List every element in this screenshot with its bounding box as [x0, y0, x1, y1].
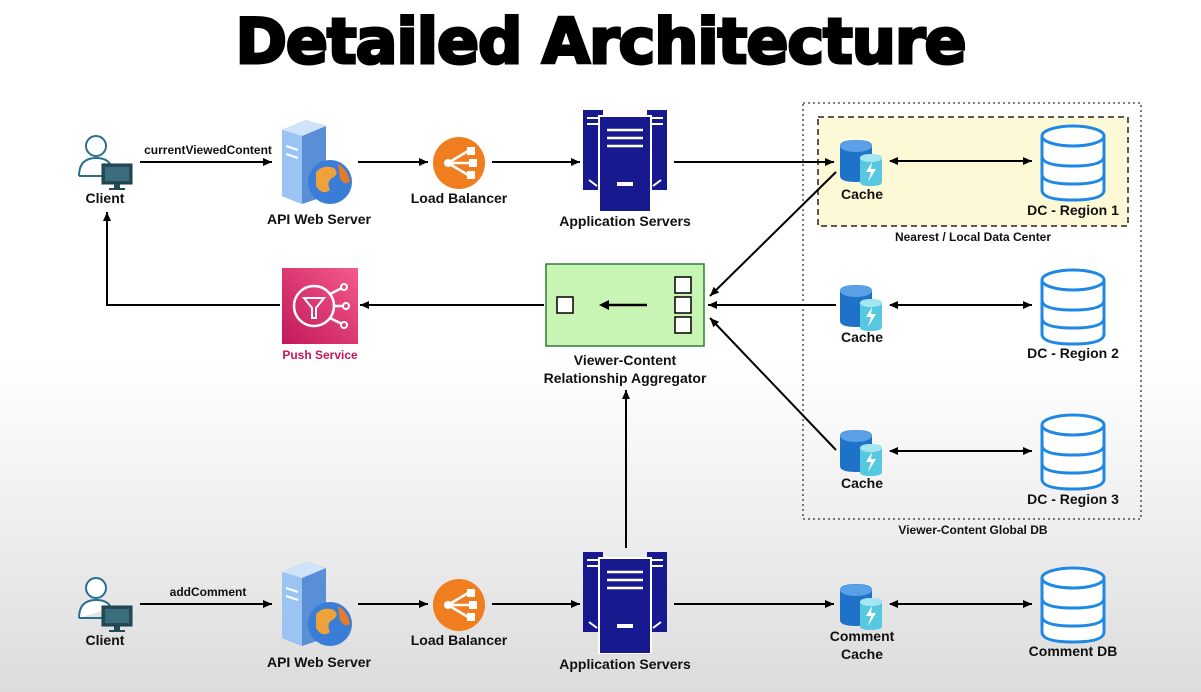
push-service-label: Push Service — [282, 348, 358, 362]
client-label-bottom: Client — [85, 632, 125, 648]
client-icon — [78, 577, 133, 632]
dc-label-3: DC - Region 3 — [1027, 491, 1119, 507]
cache-icon — [840, 430, 882, 476]
aggregator-label-line2: Relationship Aggregator — [543, 370, 707, 386]
edge-cache1-aggregator — [709, 171, 837, 297]
cache-icon — [840, 140, 882, 186]
app-servers-icon — [583, 552, 667, 654]
aggregator-icon — [545, 263, 705, 347]
client-label-top: Client — [85, 190, 125, 206]
load-balancer-icon — [433, 137, 485, 189]
global-db-boundary — [802, 102, 1142, 520]
local-dc-label: Nearest / Local Data Center — [894, 230, 1052, 244]
cache-label-3: Cache — [840, 475, 884, 491]
dc-label-1: DC - Region 1 — [1027, 202, 1119, 218]
web-server-icon — [282, 562, 352, 646]
api-server-label-bottom: API Web Server — [266, 654, 371, 670]
dc-label-2: DC - Region 2 — [1027, 345, 1119, 361]
database-icon — [1040, 268, 1106, 346]
app-servers-label-top: Application Servers — [559, 213, 691, 229]
load-balancer-label-top: Load Balancer — [410, 190, 508, 206]
load-balancer-icon — [433, 579, 485, 631]
database-icon — [1040, 566, 1106, 644]
cache-label-2: Cache — [840, 329, 884, 345]
client-icon — [78, 135, 133, 190]
page-title: Detailed Architecture — [234, 4, 968, 80]
request-label-bottom: addComment — [169, 585, 247, 599]
api-server-label-top: API Web Server — [266, 211, 371, 227]
comment-cache-label-line2: Cache — [840, 646, 884, 662]
comment-db-label: Comment DB — [1028, 643, 1118, 659]
request-label-top: currentViewedContent — [144, 143, 272, 157]
comment-cache-label-line1: Comment — [829, 628, 895, 644]
edge-push-client — [103, 212, 280, 306]
app-servers-label-bottom: Application Servers — [559, 656, 691, 672]
edge-cache3-aggregator — [709, 317, 837, 451]
cache-icon — [840, 285, 882, 331]
web-server-icon — [282, 120, 352, 204]
app-servers-icon — [583, 110, 667, 212]
load-balancer-label-bottom: Load Balancer — [410, 632, 508, 648]
global-db-label: Viewer-Content Global DB — [898, 523, 1048, 537]
database-icon — [1040, 124, 1106, 202]
aggregator-label-line1: Viewer-Content — [573, 352, 677, 368]
cache-label-1: Cache — [840, 186, 884, 202]
database-icon — [1040, 413, 1106, 491]
push-service-icon — [282, 268, 358, 344]
cache-icon — [840, 584, 882, 630]
